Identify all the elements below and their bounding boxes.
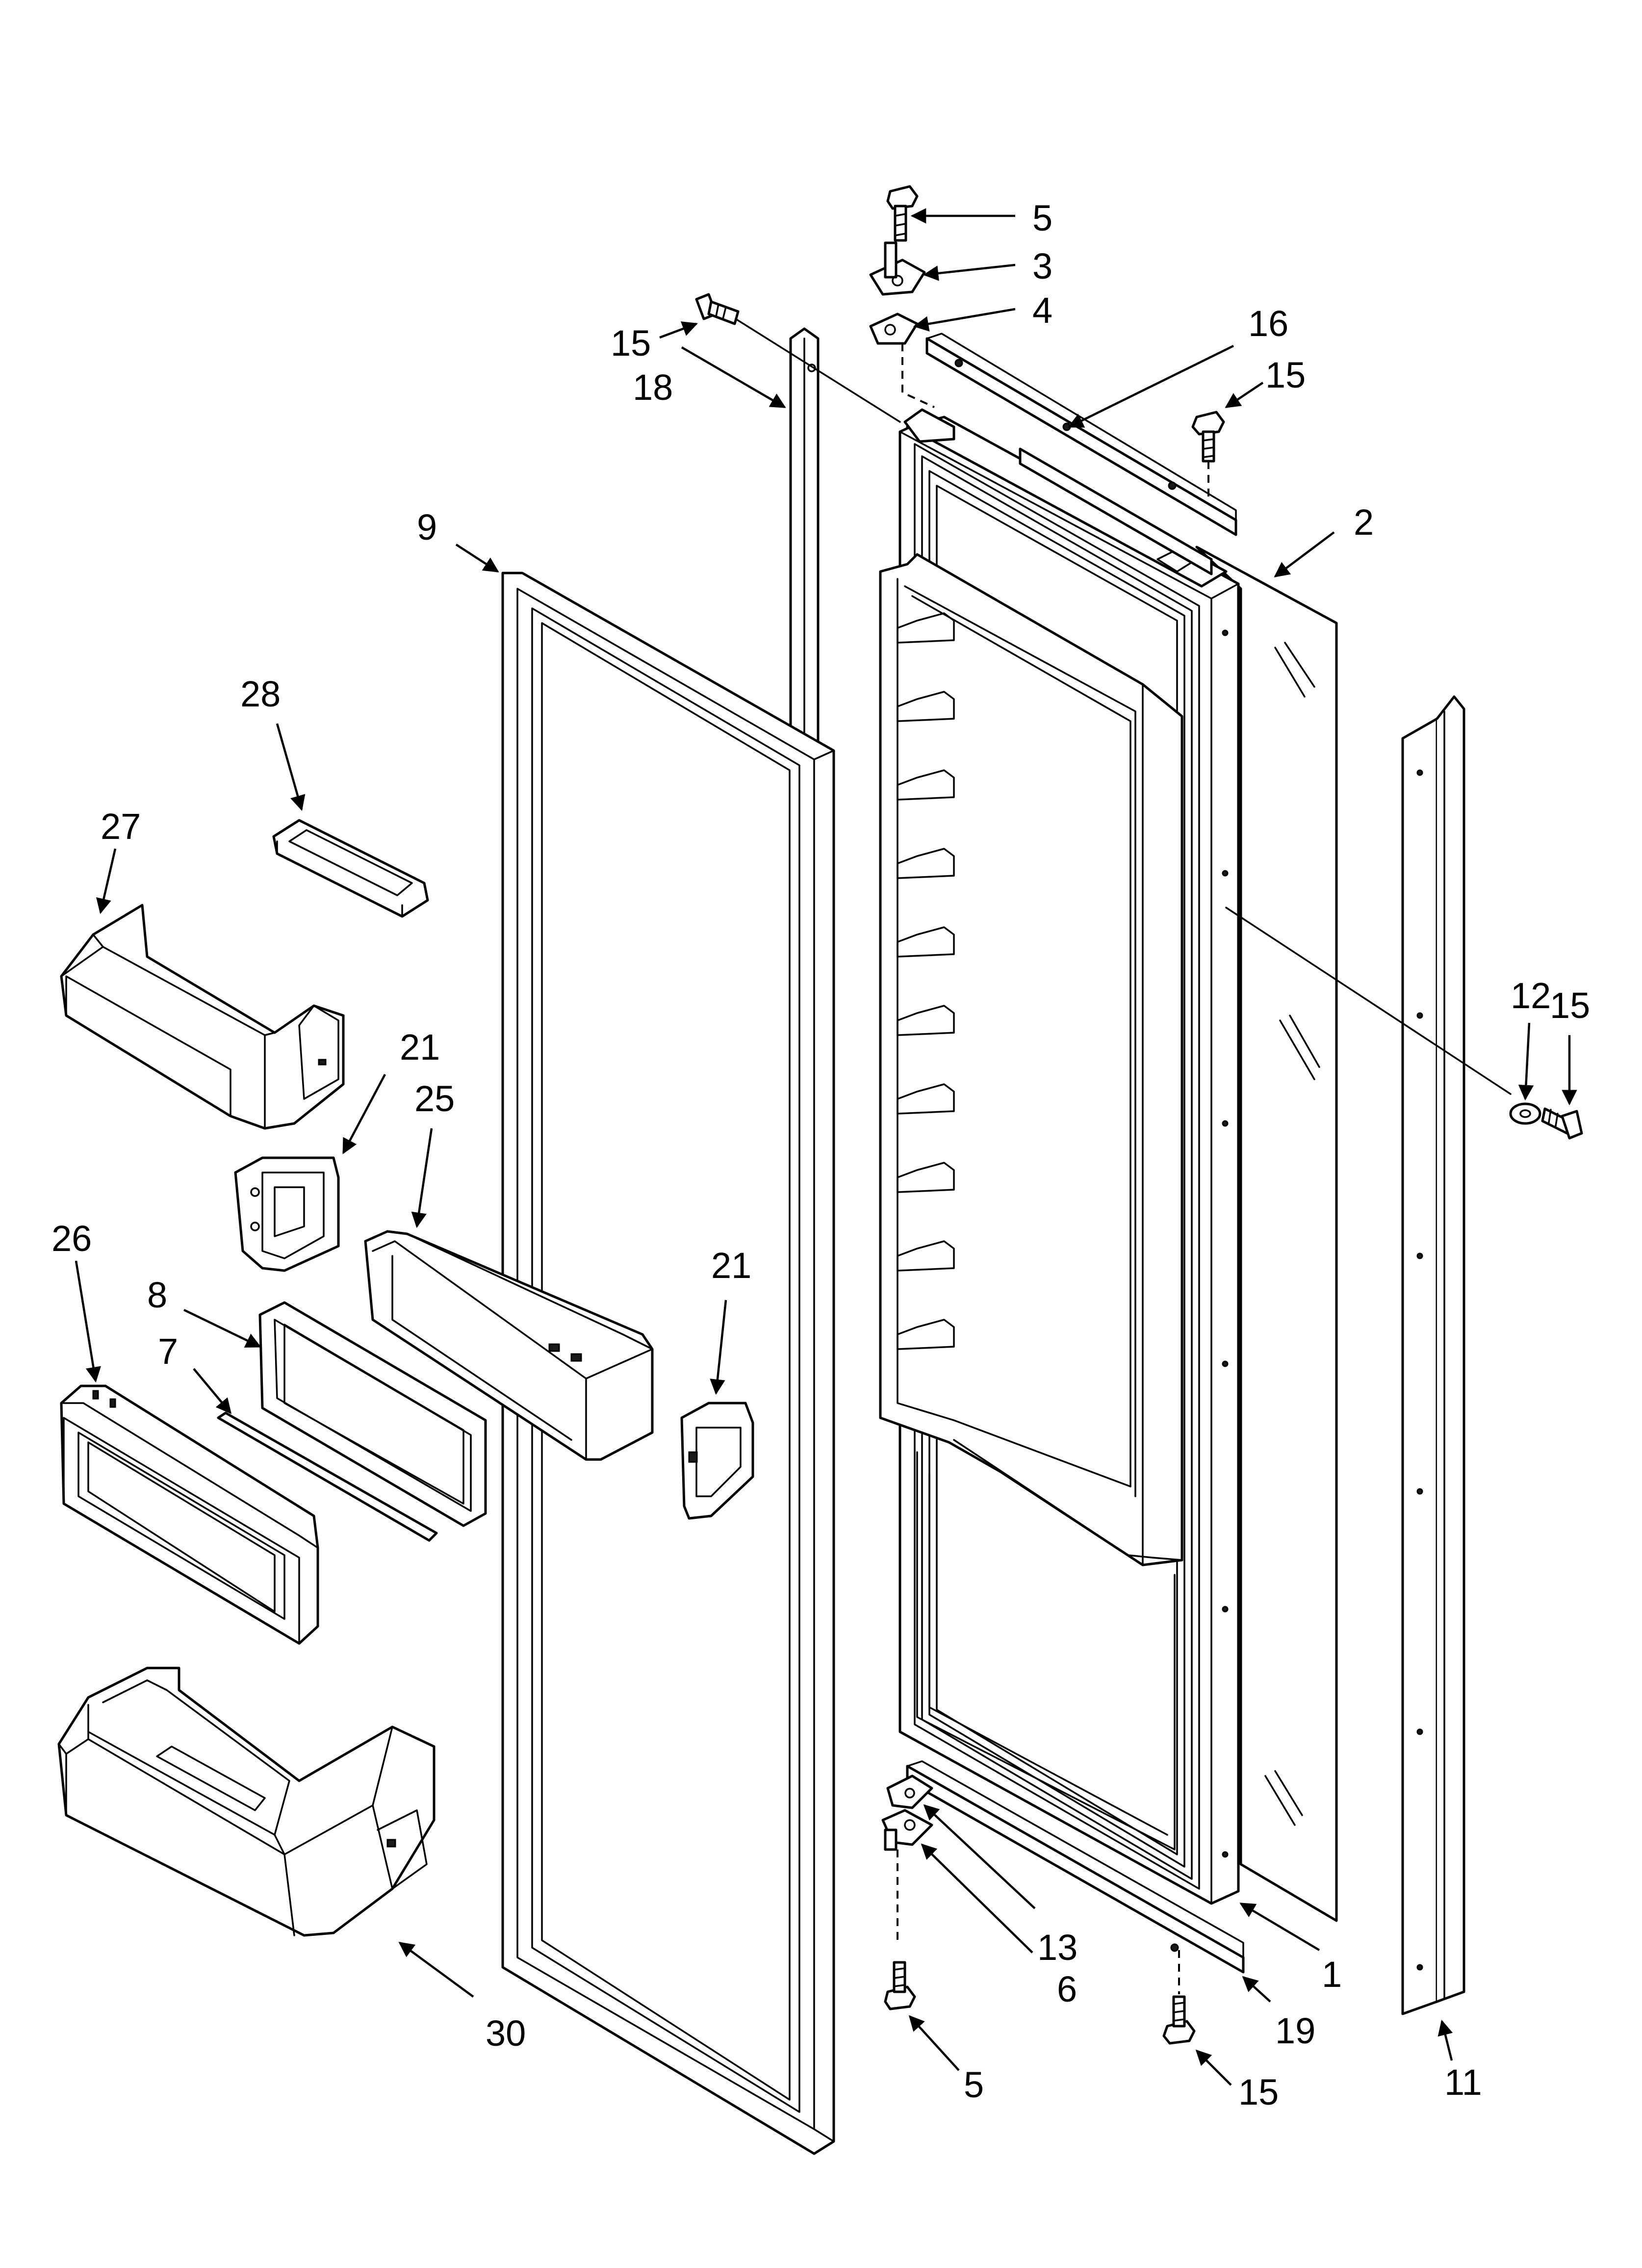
callout-15-top-left: 15	[611, 323, 651, 364]
part-15-screw-bottom	[1162, 1995, 1196, 2045]
part-11-side-trim	[1401, 695, 1465, 2015]
callout-7: 7	[158, 1331, 178, 1372]
callout-19: 19	[1275, 2010, 1315, 2051]
leader-8	[183, 1308, 261, 1348]
leader-16	[1068, 344, 1234, 428]
leader-7	[193, 1368, 232, 1414]
callout-15-right: 15	[1550, 985, 1590, 1026]
callout-labels: 5 3 4 16 15 18 15 9 2 28 27 12 15 21 25 …	[51, 198, 1590, 2112]
leader-5-bottom	[908, 2015, 960, 2071]
callout-13: 13	[1037, 1927, 1078, 1968]
part-15-screw-top-left	[695, 293, 740, 325]
callout-27: 27	[101, 806, 141, 847]
leader-9	[455, 544, 499, 573]
top-hinge-assembly	[869, 185, 935, 408]
callout-4: 4	[1032, 290, 1052, 331]
leader-21-left	[342, 1073, 386, 1154]
callout-9: 9	[417, 507, 437, 547]
part-8-bin-window-frame	[258, 1301, 487, 1527]
leader-screw-path-top-left	[735, 318, 901, 423]
callout-3: 3	[1032, 246, 1052, 287]
callout-5-bottom: 5	[964, 2064, 984, 2105]
callout-21-left: 21	[400, 1027, 440, 1068]
leader-2	[1274, 531, 1335, 577]
leader-26	[75, 1260, 101, 1383]
callout-30: 30	[486, 2013, 526, 2054]
callout-1: 1	[1322, 1954, 1342, 1995]
door-bin-supports	[897, 612, 955, 1350]
part-1-door-liner	[879, 408, 1240, 1905]
part-15-screw-top-right	[1191, 411, 1225, 463]
part-21-bin-clip-right	[680, 1402, 754, 1520]
part-28-dairy-tray	[272, 819, 429, 918]
leader-12	[1518, 1022, 1534, 1101]
part-30-gallon-door-bin	[57, 1667, 436, 1937]
leader-21-right	[710, 1300, 727, 1395]
part-5-hinge-screw-top	[886, 185, 919, 242]
part-13-hinge-shim	[886, 1774, 933, 1809]
part-15-screw-right	[1541, 1107, 1583, 1140]
callout-5-top: 5	[1032, 198, 1052, 238]
leader-15-bottom	[1195, 2049, 1232, 2086]
leader-screw-path-right	[1225, 907, 1512, 1095]
door-edge-holes	[1222, 629, 1229, 1858]
part-3-top-hinge	[869, 241, 926, 296]
part-4-hinge-shim	[869, 313, 919, 345]
callout-2: 2	[1354, 502, 1374, 543]
leader-4	[913, 308, 1016, 332]
callout-6: 6	[1057, 1969, 1077, 2009]
bottom-hinge-assembly	[881, 1774, 933, 2010]
callout-16: 16	[1248, 303, 1288, 344]
leader-27	[96, 848, 117, 914]
part-9-door-gasket	[501, 572, 835, 2155]
callout-8: 8	[147, 1275, 167, 1315]
callout-18: 18	[633, 367, 673, 408]
part-5-hinge-screw-bottom	[884, 1961, 916, 2010]
part-6-bottom-hinge	[881, 1809, 933, 1851]
callout-15-bottom: 15	[1238, 2072, 1279, 2112]
part-16-door-top-trim	[925, 333, 1237, 575]
part-21-bin-clip-left	[234, 1156, 340, 1272]
part-12-washer	[1509, 1102, 1541, 1125]
leader-1	[1239, 1903, 1320, 1951]
leader-25	[411, 1128, 433, 1228]
part-26-bin-front	[60, 1384, 319, 1645]
leader-18	[681, 346, 786, 408]
leader-13	[923, 1804, 1036, 1909]
callout-26: 26	[51, 1218, 92, 1259]
part-27-door-bin	[60, 904, 345, 1130]
leader-15-top-left	[659, 321, 698, 339]
callout-11: 11	[1444, 2062, 1482, 2103]
part-7-bin-trim-strip	[217, 1411, 438, 1542]
part-19-door-bottom-trim	[906, 1760, 1245, 1974]
callout-25: 25	[414, 1078, 455, 1119]
leader-28	[276, 723, 306, 811]
leader-19	[1242, 1976, 1271, 2003]
leader-lines	[75, 208, 1577, 2086]
leader-6	[921, 1843, 1033, 1954]
part-25-bin-housing	[364, 1230, 654, 1461]
leader-3	[923, 263, 1016, 281]
callout-15-top-right: 15	[1265, 355, 1306, 395]
callout-28: 28	[240, 674, 281, 714]
callout-12: 12	[1511, 975, 1551, 1016]
leader-30	[398, 1942, 474, 1998]
leader-11	[1437, 2019, 1453, 2061]
callout-21-right: 21	[711, 1245, 751, 1286]
leader-15-top-right	[1225, 382, 1264, 408]
